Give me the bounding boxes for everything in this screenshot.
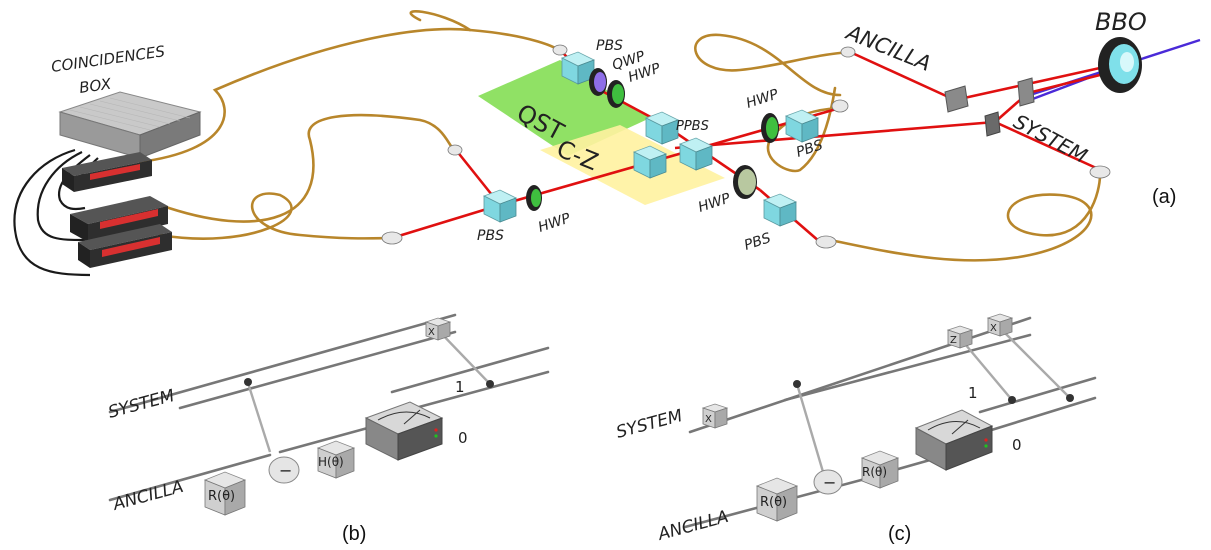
system-wire-c <box>688 316 1032 434</box>
hwp-plate-top <box>607 80 625 108</box>
ancilla-label-b: ANCILLA <box>110 477 186 515</box>
ppbs-label: PPBS <box>676 119 709 134</box>
measurement-meter <box>364 401 444 461</box>
cz-disc-label: − <box>279 461 292 480</box>
circuit-c: X R(θ) − R(θ) <box>614 313 1097 545</box>
x-gate-c-label: X <box>990 323 997 334</box>
fiber-couplers <box>381 44 1111 249</box>
x-gate-c <box>986 313 1014 337</box>
output-label-0-b: 0 <box>458 429 468 447</box>
pbs-label-left: PBS <box>477 228 504 244</box>
ppbs-cube-3 <box>633 145 667 179</box>
ancilla-wire <box>108 453 272 502</box>
panel-c-label: (c) <box>888 523 911 545</box>
cz-disc-c <box>813 469 843 495</box>
circuit-b: R(θ) − H(θ) X SYSTEM <box>106 313 550 545</box>
control-dot-system-c <box>793 380 801 388</box>
x-input-gate-label: X <box>705 414 712 425</box>
box-label-line1: COINCIDENCES <box>50 42 166 76</box>
mirrors <box>944 77 1035 137</box>
hwp-label-bottom: HWP <box>696 190 733 216</box>
pbs-label-right: PBS <box>794 137 825 161</box>
control-dot-out <box>486 380 494 388</box>
pbs-cube-left <box>483 189 517 223</box>
bbo-crystal <box>1098 37 1142 93</box>
pbs-cube-bottom <box>763 193 797 227</box>
hwp-plate-bottom <box>733 165 757 199</box>
output-wire-1 <box>390 346 550 394</box>
ancilla-label-c: ANCILLA <box>655 507 731 545</box>
control-dot-system <box>244 378 252 386</box>
x-gate-label: X <box>428 327 435 338</box>
panel-a-label: (a) <box>1152 186 1176 208</box>
hwp-label-right: HWP <box>744 86 781 112</box>
coincidences-box <box>58 91 202 159</box>
cz-plate <box>540 125 725 205</box>
output-wire-0 <box>406 370 550 412</box>
h-gate-c-label: R(θ) <box>862 465 887 479</box>
control-dot-out1-c <box>1008 396 1016 404</box>
measurement-meter-c <box>914 409 994 471</box>
r-gate <box>203 471 247 516</box>
system-wire <box>108 313 457 414</box>
optical-fibers <box>138 10 1102 262</box>
r-gate-c-label: R(θ) <box>760 495 787 510</box>
z-gate-c-label: Z <box>950 335 957 346</box>
cz-disc-c-label: − <box>823 473 836 492</box>
bbo-label: BBO <box>1095 8 1147 36</box>
x-input-gate <box>701 403 729 429</box>
setup-panel: COINCIDENCES BOX QST C-Z <box>13 8 1201 277</box>
system-label: SYSTEM <box>1010 109 1092 168</box>
h-gate-c <box>860 450 900 489</box>
r-gate-c <box>755 477 799 522</box>
ppbs-cube-1 <box>645 111 679 145</box>
pbs-label-top: PBS <box>596 38 623 54</box>
detector-module-1 <box>62 152 152 192</box>
x-gate <box>424 317 452 341</box>
pbs-cube-right <box>785 109 819 143</box>
system-label-c: SYSTEM <box>614 406 685 443</box>
output-wire-1-c <box>978 376 1097 414</box>
output-label-0-c: 0 <box>1012 436 1022 454</box>
r-gate-label: R(θ) <box>208 489 235 504</box>
output-label-1-c: 1 <box>968 384 978 402</box>
system-label-b: SYSTEM <box>106 386 177 423</box>
hwp-label-left: HWP <box>536 210 573 236</box>
hwp-plate-left <box>526 185 542 211</box>
ppbs-cube-2 <box>679 137 713 171</box>
output-wire-0-c <box>983 396 1097 434</box>
h-gate <box>316 440 356 479</box>
ancilla-label: ANCILLA <box>841 20 934 76</box>
cz-disc <box>268 456 300 484</box>
detector-module-3 <box>78 224 172 268</box>
qwp-plate <box>589 68 607 96</box>
box-label-line2: BOX <box>78 75 113 97</box>
h-gate-label: H(θ) <box>318 455 344 469</box>
z-gate-c <box>946 325 974 349</box>
pbs-label-bottom: PBS <box>742 230 773 254</box>
panel-b-label: (b) <box>342 523 366 545</box>
hwp-plate-right <box>761 113 779 143</box>
output-label-1-b: 1 <box>455 378 465 396</box>
detector-module-2 <box>70 196 168 242</box>
control-dot-out0-c <box>1066 394 1074 402</box>
